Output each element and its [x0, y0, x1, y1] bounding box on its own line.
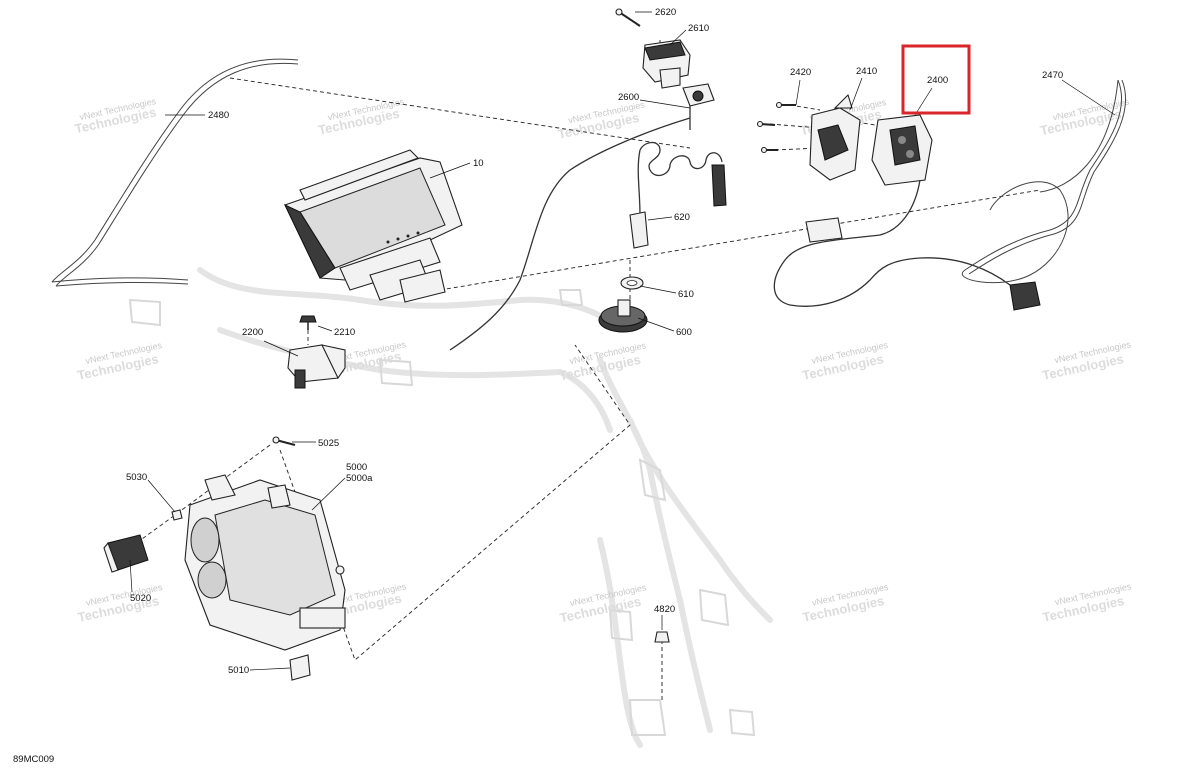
screw-2620	[615, 8, 641, 27]
switch-600	[598, 299, 648, 333]
label-5010: 5010	[228, 665, 249, 676]
label-5030: 5030	[126, 472, 147, 483]
label-5025: 5025	[318, 438, 339, 449]
cover-2610	[642, 39, 691, 89]
label-2470: 2470	[1042, 70, 1063, 81]
label-2600: 2600	[618, 92, 639, 103]
callout-labels: 2620 2610 2600 620 610 600 10 2480 2420 …	[126, 7, 1063, 676]
label-2410: 2410	[856, 66, 877, 77]
sensor-2200	[287, 344, 346, 389]
leader-lines	[129, 11, 1116, 671]
washer-610	[620, 276, 644, 290]
label-2420: 2420	[790, 67, 811, 78]
tube-2470	[961, 79, 1127, 284]
coiled-cord-620	[629, 141, 727, 249]
label-2200: 2200	[242, 327, 263, 338]
label-2480: 2480	[208, 110, 229, 121]
screws-2420	[756, 101, 796, 154]
bracket-5020	[103, 534, 149, 573]
diagram-code: 89MC009	[13, 754, 55, 765]
label-2400: 2400	[927, 75, 948, 86]
label-10: 10	[473, 158, 484, 169]
nut-5030	[171, 509, 183, 521]
switch-harness-2400	[773, 179, 1041, 311]
label-610: 610	[678, 289, 694, 300]
nut-4820	[654, 631, 670, 643]
highlight-box-2400	[901, 44, 971, 115]
cable-2600	[449, 83, 715, 351]
handlebar-switch-2400	[871, 114, 933, 186]
label-5020: 5020	[130, 593, 151, 604]
label-620: 620	[674, 212, 690, 223]
screw-5025	[272, 436, 296, 446]
ghost-harness	[128, 267, 773, 748]
instrument-cluster-10	[283, 149, 463, 303]
label-4820: 4820	[654, 604, 675, 615]
clip-5010	[289, 654, 311, 681]
label-600: 600	[676, 327, 692, 338]
ecu-5000	[184, 474, 346, 651]
label-5000a: 5000a	[346, 473, 373, 484]
label-2610: 2610	[688, 23, 709, 34]
tube-2480	[51, 58, 299, 287]
bracket-2410	[809, 93, 861, 181]
label-2210: 2210	[334, 327, 355, 338]
label-2620: 2620	[655, 7, 676, 18]
screw-2210	[299, 315, 317, 330]
label-5000: 5000	[346, 462, 367, 473]
